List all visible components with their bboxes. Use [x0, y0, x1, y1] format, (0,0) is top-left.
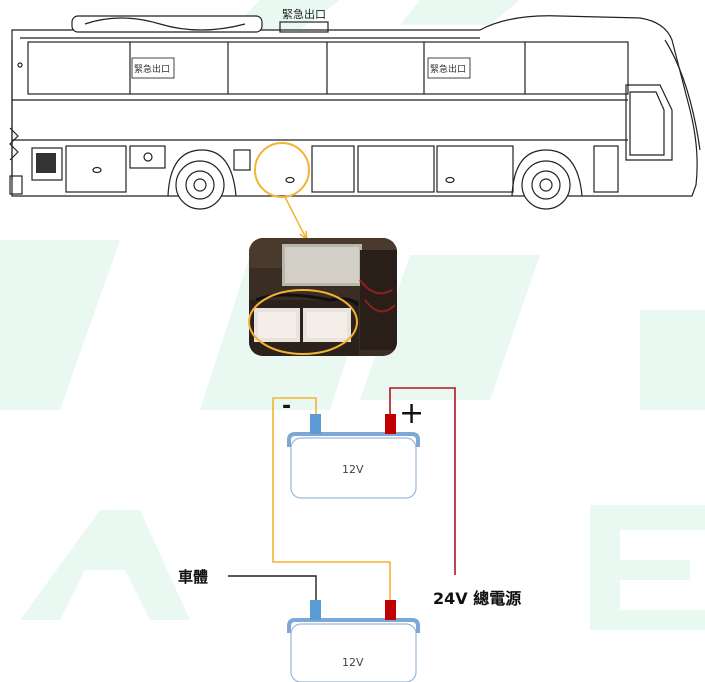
- battery-bay-highlight: [254, 142, 310, 198]
- plus-symbol: +: [399, 396, 424, 431]
- battery-compartment-photo: [248, 238, 397, 356]
- battery-bottom-body: [290, 623, 417, 682]
- bus-outline: [9, 15, 701, 210]
- battery-top-voltage: 12V: [342, 463, 364, 476]
- rear-grille: [36, 153, 56, 173]
- chassis-label: 車體: [178, 568, 208, 586]
- battery-bottom: 12V: [287, 600, 420, 682]
- battery-top-positive-terminal: [385, 414, 396, 434]
- battery-top: 12V: [287, 414, 420, 499]
- yellow-series-wire: [272, 397, 391, 600]
- black-chassis-wire: [228, 575, 317, 600]
- window-emergency-exit-sign-left: 緊急出口: [134, 63, 170, 75]
- total-power-label: 24V 總電源: [433, 589, 521, 608]
- red-positive-wire: [389, 387, 456, 575]
- roof-emergency-exit-sign: 緊急出口: [282, 7, 326, 21]
- battery-top-body: [290, 437, 417, 499]
- battery-bottom-positive-terminal: [385, 600, 396, 620]
- battery-top-negative-terminal: [310, 414, 321, 434]
- battery-highlight-ellipse: [248, 289, 358, 355]
- battery-bottom-voltage: 12V: [342, 656, 364, 669]
- minus-symbol: -: [282, 394, 291, 419]
- callout-arrow: [284, 196, 308, 241]
- window-emergency-exit-sign-right: 緊急出口: [430, 63, 466, 75]
- battery-bottom-negative-terminal: [310, 600, 321, 620]
